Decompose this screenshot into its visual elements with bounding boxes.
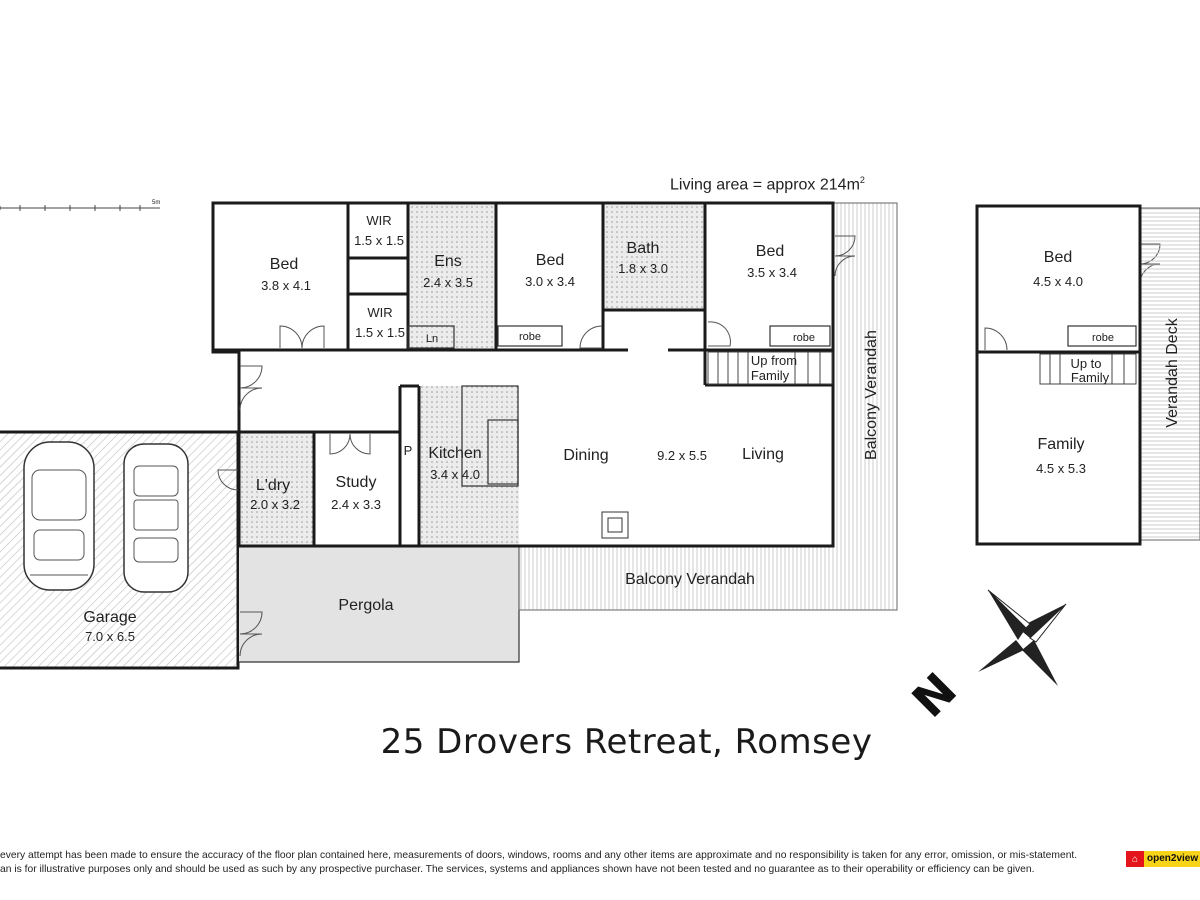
scale-bar: 5m: [0, 200, 160, 211]
stairs-lower-line1: Up to: [1070, 356, 1101, 371]
verandah-deck-label: Verandah Deck: [1164, 317, 1181, 427]
pantry-label: P: [404, 443, 413, 458]
north-label: N: [902, 662, 967, 727]
scale-label: 5m: [152, 200, 160, 206]
brand-logo: ⌂ open2view: [1126, 851, 1200, 867]
bath-floor: [603, 205, 705, 310]
laundry-name: L'dry: [256, 477, 290, 494]
wir1-name: WIR: [366, 213, 391, 228]
study-name: Study: [336, 474, 377, 491]
ensuite-dims: 2.4 x 3.5: [423, 275, 473, 290]
kitchen-floor: [419, 386, 519, 546]
laundry-dims: 2.0 x 3.2: [250, 497, 300, 512]
ensuite-name: Ens: [434, 253, 462, 270]
bed1-dims: 3.8 x 4.1: [261, 278, 311, 293]
bed3-name: Bed: [756, 243, 784, 260]
family-dims: 4.5 x 5.3: [1036, 461, 1086, 476]
living-area: Living area = approx 214m2: [670, 175, 865, 194]
wir1-dims: 1.5 x 1.5: [354, 233, 404, 248]
bed4-name: Bed: [1044, 249, 1072, 266]
garage-name: Garage: [83, 609, 136, 626]
bath-name: Bath: [627, 240, 660, 257]
suv-icon: [123, 443, 189, 593]
bed4-robe: robe: [1092, 332, 1114, 344]
bed2-robe: robe: [519, 331, 541, 343]
stairs-up-to-family: [1039, 353, 1137, 385]
disclaimer-line2: an is for illustrative purposes only and…: [0, 864, 1035, 875]
lower-level-walls: [975, 204, 1142, 546]
family-name: Family: [1037, 436, 1084, 453]
pergola-area: [239, 546, 519, 662]
property-address: 25 Drovers Retreat, Romsey: [380, 722, 873, 762]
balcony-verandah-side-label: Balcony Verandah: [863, 330, 880, 460]
stairs-main-line1: Up from: [751, 353, 797, 368]
balcony-verandah: [518, 202, 898, 611]
brand-text: open2view: [1144, 851, 1200, 867]
disclaimer: every attempt has been made to ensure th…: [0, 849, 1120, 877]
car-icon: [23, 441, 95, 591]
living-name: Living: [742, 446, 784, 463]
garage-dims: 7.0 x 6.5: [85, 629, 135, 644]
disclaimer-line1: every attempt has been made to ensure th…: [0, 850, 1078, 861]
main-house-walls: [211, 201, 835, 548]
bed4-dims: 4.5 x 4.0: [1033, 274, 1083, 289]
wir2-dims: 1.5 x 1.5: [355, 325, 405, 340]
garage-walls: [0, 430, 240, 670]
north-arrow-icon: [978, 589, 1067, 686]
stairs-up-from-family: [707, 351, 833, 385]
bed2-dims: 3.0 x 3.4: [525, 274, 575, 289]
fireplace-icon: [601, 511, 629, 539]
home-logo-icon: ⌂: [1126, 851, 1144, 867]
dining-living-dims: 9.2 x 5.5: [657, 448, 707, 463]
stairs-main-line2: Family: [751, 368, 790, 383]
bed3-dims: 3.5 x 3.4: [747, 265, 797, 280]
bed1-name: Bed: [270, 256, 298, 273]
balcony-verandah-bottom-label: Balcony Verandah: [625, 571, 755, 588]
stairs-lower-line2: Family: [1071, 370, 1110, 385]
study-dims: 2.4 x 3.3: [331, 497, 381, 512]
linen-name: Ln: [426, 333, 438, 345]
laundry-floor: [240, 432, 314, 546]
kitchen-dims: 3.4 x 4.0: [430, 467, 480, 482]
bed3-robe: robe: [793, 332, 815, 344]
pergola-name: Pergola: [338, 597, 393, 614]
dining-name: Dining: [563, 447, 608, 464]
kitchen-name: Kitchen: [428, 445, 481, 462]
bath-dims: 1.8 x 3.0: [618, 261, 668, 276]
wir2-name: WIR: [367, 305, 392, 320]
verandah-deck: [1139, 207, 1200, 541]
bed2-name: Bed: [536, 252, 564, 269]
ensuite-floor: [408, 205, 496, 348]
